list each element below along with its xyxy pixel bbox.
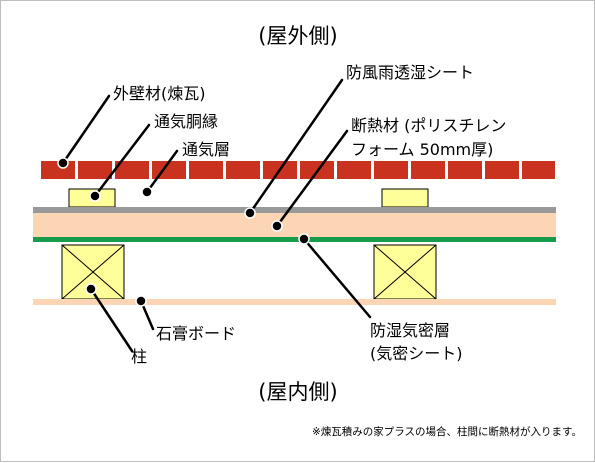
brick-5	[226, 161, 260, 179]
brick-4	[189, 161, 223, 179]
dot-post	[85, 283, 97, 295]
dot-brick	[57, 157, 69, 169]
label-insulation-line1: 断熱材 (ポリスチレン	[351, 116, 506, 135]
leader-post	[89, 287, 134, 353]
leader-furring	[93, 123, 151, 198]
brick-11	[448, 161, 482, 179]
dot-insulation	[271, 220, 283, 232]
dot-breathable-sheet	[244, 207, 256, 219]
furring-strip-right	[381, 188, 429, 208]
leader-brick	[61, 94, 111, 165]
label-vapor-barrier-line2: (気密シート)	[370, 344, 463, 363]
label-gypsum-board: 石膏ボード	[156, 324, 236, 343]
brick-12	[485, 161, 519, 179]
brick-8	[337, 161, 371, 179]
label-brick-wall: 外壁材(煉瓦)	[113, 84, 206, 103]
brick-9	[374, 161, 408, 179]
dot-vapor-barrier	[298, 233, 310, 245]
label-vapor-barrier-line1: 防湿気密層	[370, 321, 450, 340]
leader-breathable-sheet	[248, 78, 344, 215]
footnote: ※煉瓦積みの家プラスの場合、柱間に断熱材が入ります。	[312, 425, 582, 438]
breathable-sheet-layer	[33, 207, 556, 213]
label-breathable-sheet: 防風雨透湿シート	[346, 63, 474, 82]
brick-2	[115, 161, 149, 179]
interior-side-label: (屋内側)	[258, 380, 337, 404]
leader-vapor-barrier	[302, 237, 372, 319]
label-furring-strip: 通気胴縁	[154, 112, 218, 131]
brick-13	[522, 161, 555, 179]
leader-insulation	[275, 129, 349, 228]
vapor-barrier-layer	[33, 237, 556, 242]
label-air-layer: 通気層	[182, 140, 230, 159]
brick-10	[411, 161, 445, 179]
post-right	[373, 244, 437, 300]
gypsum-board-layer	[33, 299, 556, 305]
insulation-layer	[33, 213, 556, 237]
brick-1	[78, 161, 112, 179]
dot-air-layer	[141, 186, 153, 198]
label-insulation-line2: フォーム 50mm厚)	[351, 140, 493, 159]
exterior-side-label: (屋外側)	[258, 24, 337, 48]
dot-gypsum	[135, 295, 147, 307]
brick-wall-layer	[41, 158, 555, 180]
dot-furring	[89, 190, 101, 202]
label-post: 柱	[131, 347, 147, 366]
leader-air-layer	[145, 149, 179, 194]
